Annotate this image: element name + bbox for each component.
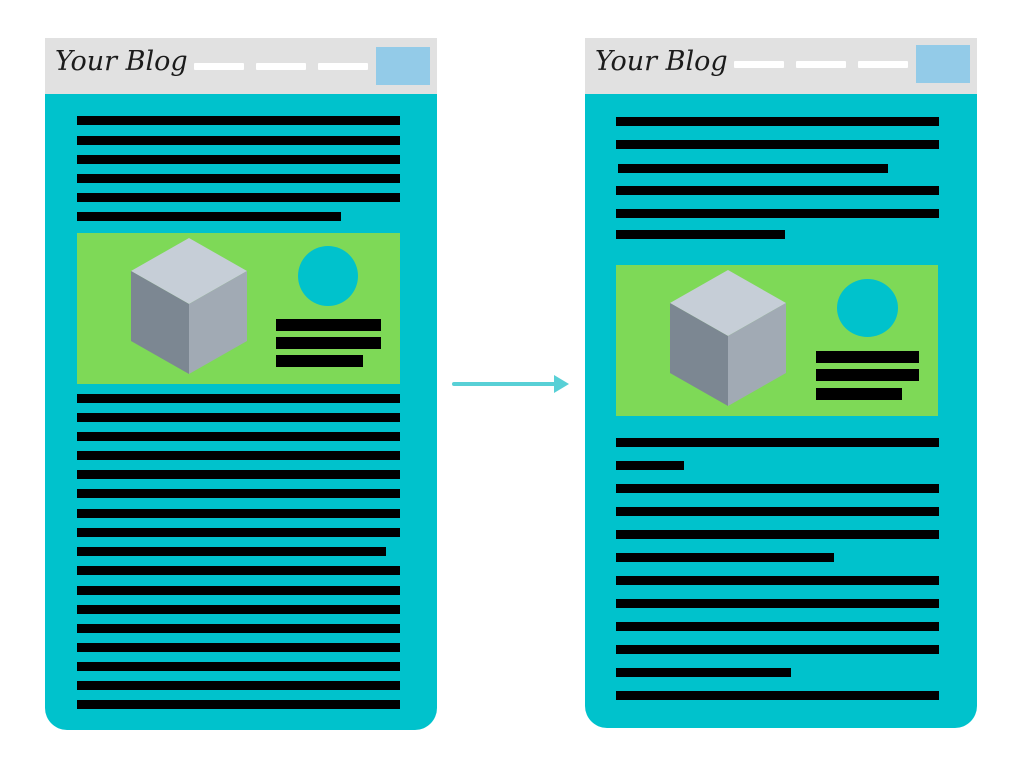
text-line xyxy=(77,528,400,537)
text-line xyxy=(616,691,939,700)
text-line xyxy=(77,136,400,145)
circle-icon xyxy=(837,279,898,337)
text-line xyxy=(77,212,341,221)
text-line xyxy=(616,209,939,218)
text-line xyxy=(77,470,400,479)
text-line xyxy=(77,624,400,633)
text-line xyxy=(616,484,939,493)
text-line xyxy=(618,164,888,173)
nav-link[interactable] xyxy=(734,61,784,68)
text-line xyxy=(616,140,939,149)
text-line xyxy=(77,509,400,518)
menu-button[interactable] xyxy=(376,47,430,85)
caption-line xyxy=(276,355,363,367)
cube-icon xyxy=(670,270,786,406)
mockup-after: Your Blog xyxy=(585,38,977,728)
text-line xyxy=(616,507,939,516)
cube-icon xyxy=(131,238,247,374)
text-line xyxy=(77,432,400,441)
text-line xyxy=(77,451,400,460)
text-line xyxy=(77,662,400,671)
caption-line xyxy=(816,369,919,381)
featured-card xyxy=(77,233,400,384)
caption-line xyxy=(816,351,919,363)
text-line xyxy=(77,605,400,614)
text-line xyxy=(616,668,791,677)
featured-card xyxy=(616,265,938,416)
mockup-before: Your Blog xyxy=(45,38,437,730)
nav-link[interactable] xyxy=(256,63,306,70)
caption-line xyxy=(816,388,902,400)
blog-content xyxy=(45,94,437,730)
text-line xyxy=(77,700,400,709)
text-line xyxy=(616,186,939,195)
nav-link[interactable] xyxy=(858,61,908,68)
blog-content xyxy=(585,94,977,728)
blog-logo: Your Blog xyxy=(595,46,728,77)
text-line xyxy=(616,553,834,562)
blog-logo: Your Blog xyxy=(55,46,188,77)
text-line xyxy=(77,643,400,652)
nav-link[interactable] xyxy=(318,63,368,70)
text-line xyxy=(77,193,400,202)
nav-link[interactable] xyxy=(796,61,846,68)
text-line xyxy=(77,547,386,556)
caption-line xyxy=(276,319,381,331)
text-line xyxy=(77,586,400,595)
text-line xyxy=(616,438,939,447)
text-line xyxy=(616,622,939,631)
text-line xyxy=(616,576,939,585)
text-line xyxy=(616,117,939,126)
text-line xyxy=(616,645,939,654)
arrow-right-icon xyxy=(452,375,569,393)
text-line xyxy=(77,566,400,575)
text-line xyxy=(77,681,400,690)
text-line xyxy=(77,489,400,498)
text-line xyxy=(77,116,400,125)
text-line xyxy=(616,230,785,239)
text-line xyxy=(616,530,939,539)
text-line xyxy=(77,155,400,164)
blog-header: Your Blog xyxy=(585,38,977,94)
text-line xyxy=(77,174,400,183)
caption-line xyxy=(276,337,381,349)
circle-icon xyxy=(298,246,358,306)
text-line xyxy=(616,461,684,470)
nav-link[interactable] xyxy=(194,63,244,70)
text-line xyxy=(616,599,939,608)
text-line xyxy=(77,413,400,422)
blog-header: Your Blog xyxy=(45,38,437,94)
text-line xyxy=(77,394,400,403)
menu-button[interactable] xyxy=(916,45,970,83)
